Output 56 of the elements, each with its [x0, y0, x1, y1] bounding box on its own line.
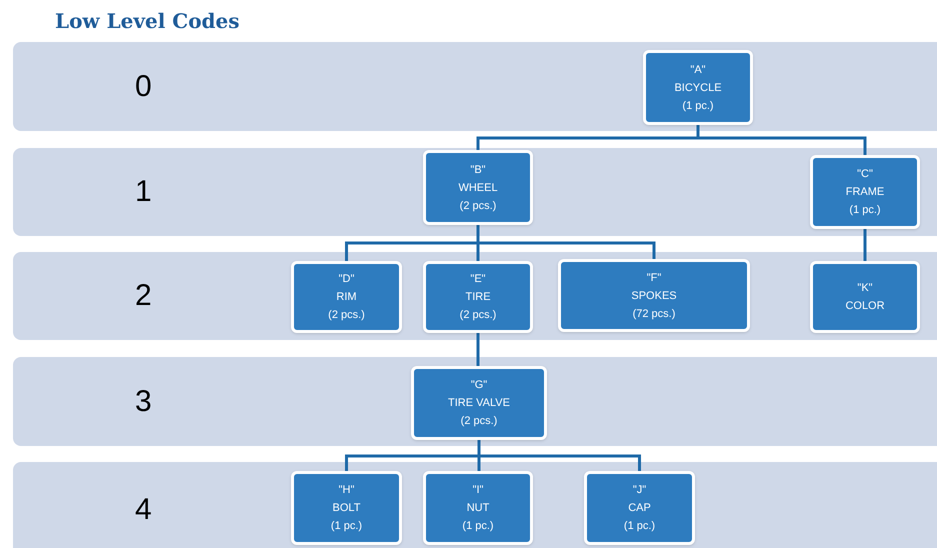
item-label: CAP	[628, 501, 651, 516]
item-label: COLOR	[845, 299, 885, 314]
item-label: "A"	[690, 62, 706, 78]
item-label: (1 pc.)	[624, 519, 656, 534]
item-label: (1 pc.)	[849, 203, 881, 218]
item-box	[643, 50, 753, 125]
level-band	[13, 462, 937, 548]
item-label: "B"	[470, 162, 486, 178]
item-label: WHEEL	[458, 180, 498, 196]
item-box	[423, 150, 533, 225]
item-box	[291, 261, 402, 333]
connector-line	[476, 333, 480, 366]
diagram-title: Low Level Codes	[55, 8, 240, 35]
item-label: SPOKES	[631, 288, 677, 304]
item-label: (1 pc.)	[682, 98, 714, 114]
item-label: "F"	[646, 270, 662, 286]
item-box	[810, 261, 920, 333]
level-band	[13, 357, 937, 446]
level-band	[13, 148, 937, 236]
item-label: BICYCLE	[674, 80, 722, 96]
item-box	[291, 471, 402, 545]
item-label: TIRE	[465, 290, 491, 305]
level-number: 0	[135, 72, 152, 102]
item-label: (2 pcs.)	[460, 198, 496, 214]
item-label: (1 pc.)	[462, 519, 494, 534]
level-number: 2	[135, 281, 152, 311]
item-label: (2 pcs.)	[460, 414, 498, 429]
item-box	[810, 155, 920, 229]
item-label: "E"	[470, 272, 486, 287]
level-number: 1	[135, 177, 152, 207]
item-label: BOLT	[332, 501, 360, 516]
level-band	[13, 252, 937, 340]
item-box	[411, 366, 547, 440]
item-label: "C"	[857, 167, 873, 182]
item-label: "H"	[338, 483, 354, 498]
item-box	[558, 259, 750, 332]
item-label: TIRE VALVE	[448, 396, 510, 411]
item-label: NUT	[466, 501, 490, 516]
item-label: (72 pcs.)	[632, 306, 676, 322]
item-label: "G"	[470, 378, 488, 393]
item-label: RIM	[336, 290, 357, 305]
connector-line	[864, 229, 866, 261]
item-label: "I"	[472, 483, 484, 498]
item-label: (2 pcs.)	[328, 308, 365, 323]
item-box	[584, 471, 695, 545]
level-number: 4	[135, 494, 152, 524]
item-label: "J"	[632, 483, 646, 498]
item-label: "K"	[857, 281, 873, 296]
item-label: "D"	[338, 272, 354, 287]
item-box	[423, 261, 533, 333]
item-label: (1 pc.)	[330, 519, 362, 534]
item-label: (2 pcs.)	[460, 308, 496, 323]
item-box	[423, 471, 533, 545]
item-label: FRAME	[846, 185, 884, 200]
level-band	[13, 42, 937, 131]
level-number: 3	[135, 386, 152, 416]
